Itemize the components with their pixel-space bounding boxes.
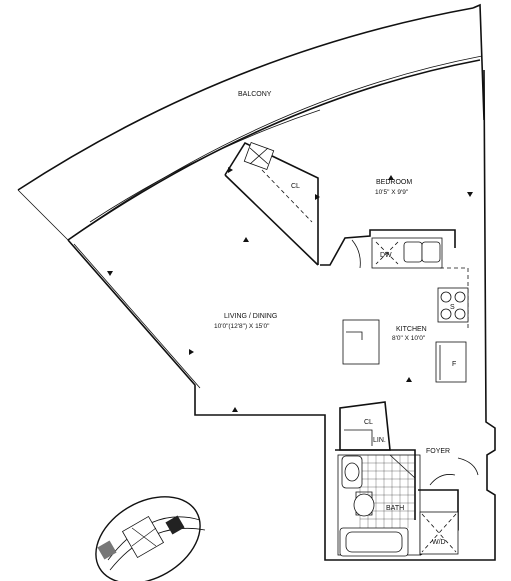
bath-floor-tiles xyxy=(359,455,415,528)
fridge-label: F xyxy=(452,361,456,368)
washer-dryer-label: W/D xyxy=(432,539,446,546)
balcony-outline xyxy=(17,3,485,241)
stove-label: S xyxy=(450,304,455,311)
building-key-plan-icon xyxy=(95,496,206,581)
living-dining-label: LIVING / DINING xyxy=(224,313,277,320)
linen-label: LIN. xyxy=(373,437,386,444)
bedroom-size: 10'5" X 9'9" xyxy=(375,189,409,196)
bath-label: BATH xyxy=(386,505,404,512)
bedroom-walls xyxy=(224,141,456,269)
foyer-label: FOYER xyxy=(426,448,450,455)
exterior-walls xyxy=(67,69,496,561)
service-core xyxy=(335,401,479,557)
kitchen-island xyxy=(342,319,380,365)
kitchen-size: 8'0" X 10'0" xyxy=(392,335,426,342)
living-dining-size: 10'0"(12'8") X 15'0" xyxy=(214,323,270,330)
triangle-arrow-icon xyxy=(107,167,473,412)
island-marker xyxy=(346,331,363,340)
balcony-label: BALCONY xyxy=(238,91,272,98)
kitchen-label: KITCHEN xyxy=(396,326,427,333)
foyer-closet-label: CL xyxy=(364,419,373,426)
bedroom-closet-label: CL xyxy=(291,183,300,190)
dishwasher-label: DW xyxy=(380,252,392,259)
bedroom-label: BEDROOM xyxy=(376,179,412,186)
kitchen-counter xyxy=(371,237,469,383)
